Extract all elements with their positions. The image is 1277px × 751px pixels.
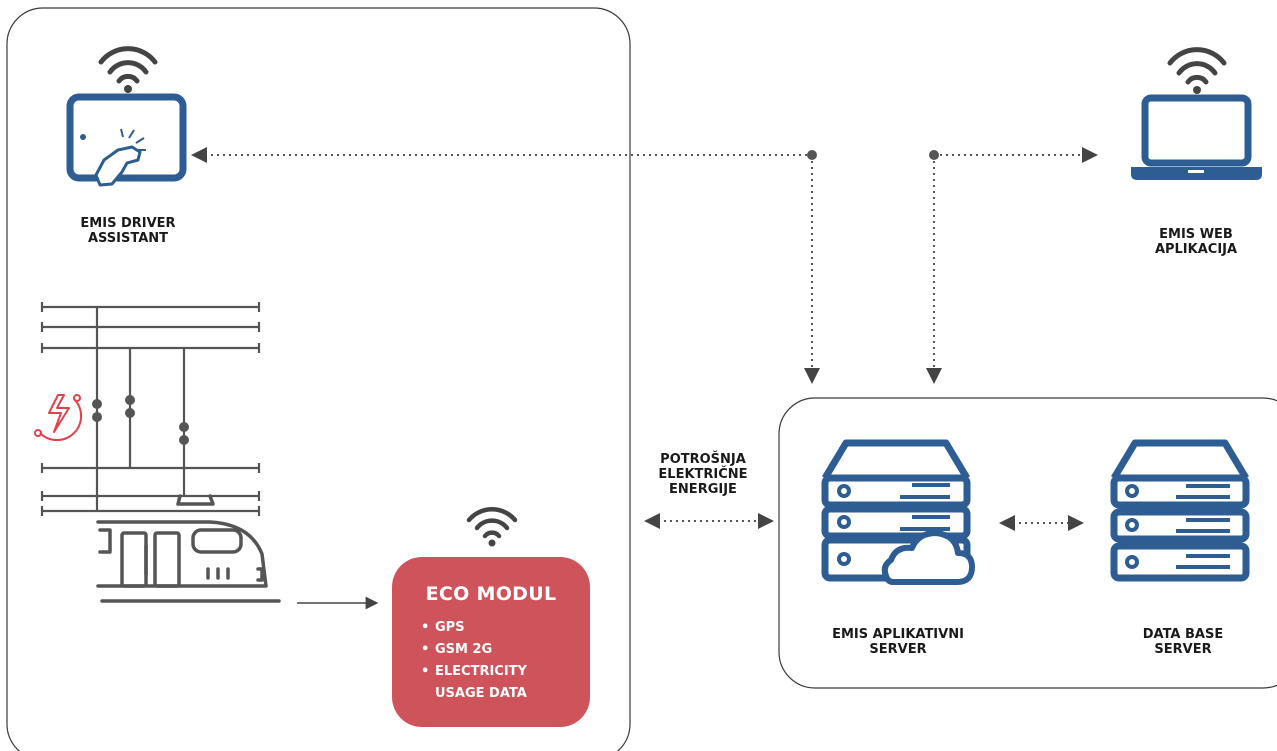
db-server-icon <box>1110 439 1250 582</box>
list-item: GSM 2G <box>421 639 590 661</box>
insulator-dots <box>92 395 189 445</box>
tablet-icon <box>66 93 187 187</box>
catenary-lines <box>40 302 261 516</box>
server-container <box>778 397 1277 689</box>
wifi-icon <box>1167 47 1227 94</box>
list-item: USAGE DATA <box>435 686 527 701</box>
db-server-label: DATA BASE SERVER <box>1142 627 1224 657</box>
electricity-icon <box>34 394 83 442</box>
eco-module-title: ECO MODUL <box>425 583 557 605</box>
connectors <box>191 147 1098 531</box>
vehicle-container <box>6 7 631 751</box>
junction-dot <box>929 150 939 160</box>
web-app-label: EMIS WEB APLIKACIJA <box>1154 227 1238 257</box>
eco-module-list: GPS GSM 2G ELECTRICITY USAGE DATA <box>392 617 590 705</box>
list-item: ELECTRICITY <box>421 661 590 683</box>
eco-module: ECO MODUL GPS GSM 2G ELECTRICITY USAGE D… <box>392 557 590 727</box>
wifi-icon <box>466 507 518 547</box>
driver-assistant-label: EMIS DRIVER ASSISTANT <box>80 216 176 246</box>
train-icon <box>96 494 281 603</box>
app-server-icon <box>821 439 975 585</box>
wifi-icon <box>98 46 158 93</box>
junction-dot <box>807 150 817 160</box>
laptop-icon <box>1131 94 1262 180</box>
list-item: GPS <box>421 617 590 639</box>
energy-consumption-label: POTROŠNJA ELEKTRIČNE ENERGIJE <box>658 452 748 497</box>
app-server-label: EMIS APLIKATIVNI SERVER <box>832 627 964 657</box>
